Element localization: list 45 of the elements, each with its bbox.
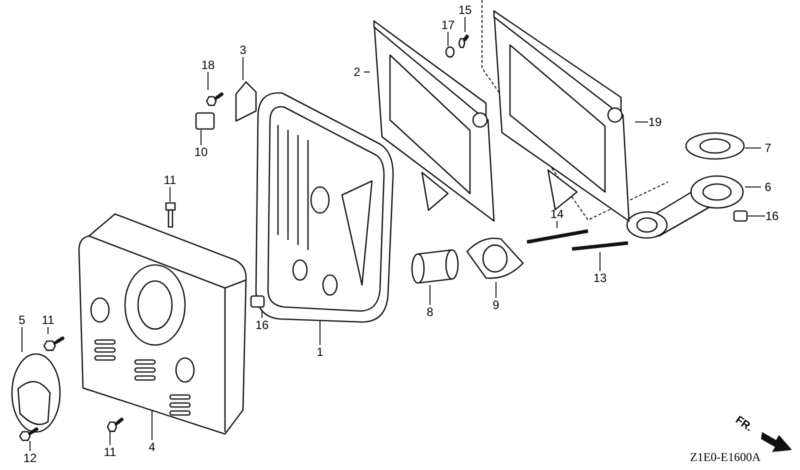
callout-number: 6 <box>758 180 778 194</box>
callout-number: 2 <box>347 65 367 79</box>
leader-line <box>200 130 202 146</box>
callout-number: 10 <box>191 145 211 159</box>
direction-label: FR. <box>733 414 755 434</box>
stud-drawing <box>525 228 590 245</box>
callout-number: 5 <box>12 313 32 327</box>
gasket-drawing <box>685 132 745 160</box>
callout-number: 8 <box>420 305 440 319</box>
callout-number: 1 <box>310 345 330 359</box>
leader-line <box>464 16 466 32</box>
callout-number: 19 <box>645 115 665 129</box>
bolt-drawing <box>458 32 470 48</box>
callout-number: 4 <box>142 440 162 454</box>
bolt-drawing <box>165 202 176 228</box>
bolt-drawing <box>106 415 125 432</box>
callout-number: 11 <box>100 445 120 459</box>
washer-drawing <box>445 46 455 58</box>
callout-number: 18 <box>198 58 218 72</box>
callout-number: 3 <box>233 43 253 57</box>
callout-number: 17 <box>438 18 458 32</box>
stud-drawing <box>570 240 630 252</box>
nut-drawing <box>733 210 748 222</box>
nut-drawing <box>250 295 265 308</box>
drawing-code: Z1E0-E1600A <box>690 450 761 465</box>
bolt-drawing <box>205 90 225 106</box>
nut-drawing <box>195 112 215 130</box>
callout-number: 14 <box>547 207 567 221</box>
leader-line <box>242 56 244 80</box>
end-cap-drawing <box>10 352 62 434</box>
leader-line <box>744 186 762 188</box>
callout-number: 16 <box>252 318 272 332</box>
callout-number: 11 <box>160 173 180 187</box>
callout-number: 9 <box>486 298 506 312</box>
callout-number: 12 <box>20 451 40 465</box>
screw-drawing <box>18 425 40 441</box>
gasket-drawing <box>465 235 525 282</box>
leader-line <box>556 220 558 228</box>
callout-number: 7 <box>758 141 778 155</box>
callout-number: 11 <box>38 313 58 327</box>
callout-number: 13 <box>590 271 610 285</box>
bolt-drawing <box>42 334 66 351</box>
callout-number: 16 <box>762 209 782 223</box>
screen-drawing <box>410 248 460 285</box>
callout-number: 15 <box>455 3 475 17</box>
